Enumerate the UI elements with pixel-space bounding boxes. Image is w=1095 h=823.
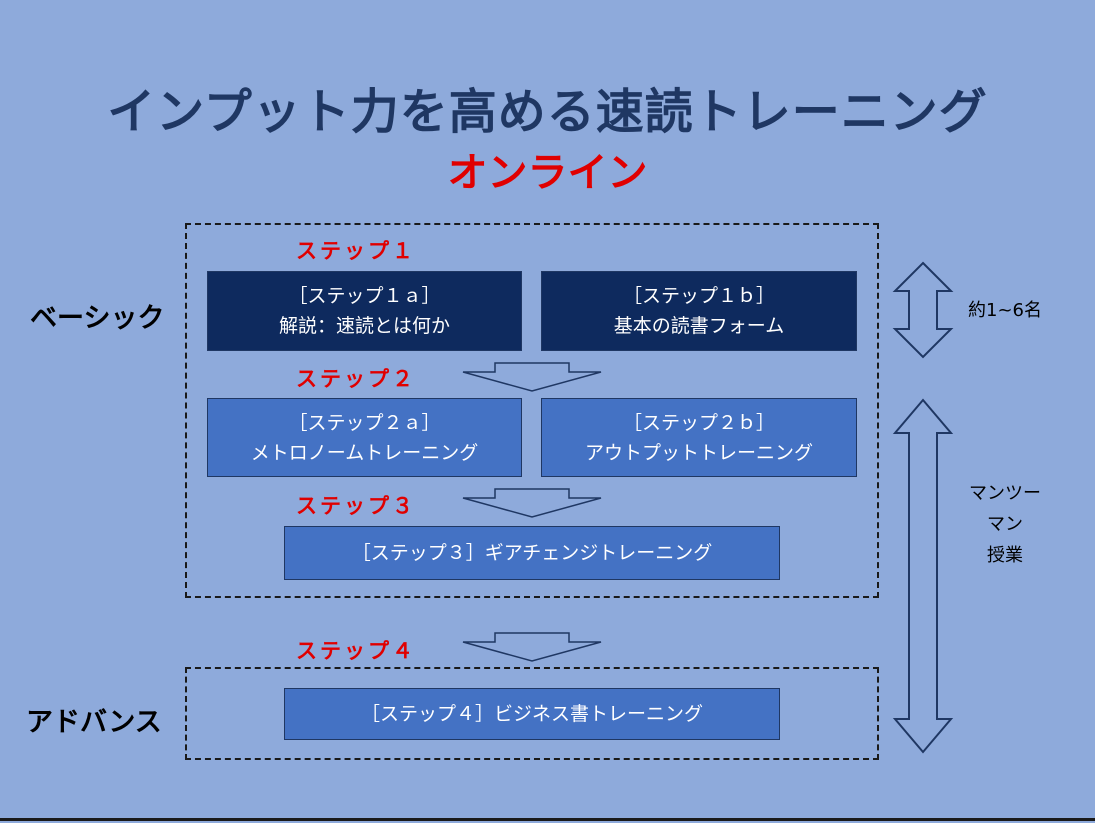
page-title: インプット力を高める速読トレーニング (107, 84, 988, 140)
one-to-one-line3: 授業 (987, 545, 1023, 566)
double-arrow-icon (892, 398, 954, 754)
basic-section-frame (185, 223, 879, 598)
step4-label: ステップ４ (296, 639, 416, 663)
one-to-one-note: マンツー マン 授業 (960, 478, 1050, 571)
advanced-section-frame (185, 667, 879, 760)
advanced-label: アドバンス (26, 707, 162, 738)
step3-title: ［ステップ３］ギアチェンジトレーニング (351, 542, 713, 564)
down-arrow-icon (462, 488, 602, 518)
step1a-box: ［ステップ１ａ］ 解説：速読とは何か (207, 271, 522, 351)
step2b-box: ［ステップ２ｂ］ アウトプットトレーニング (541, 398, 857, 477)
step2b-desc: アウトプットトレーニング (584, 441, 813, 464)
step1a-title: ［ステップ１ａ］ (288, 285, 441, 307)
step1b-box: ［ステップ１ｂ］ 基本の読書フォーム (541, 271, 857, 351)
step4-box: ［ステップ４］ビジネス書トレーニング (284, 688, 780, 740)
down-arrow-icon (462, 632, 602, 662)
step2-label: ステップ２ (296, 367, 416, 391)
one-to-one-line2: マン (987, 514, 1023, 535)
step4-title: ［ステップ４］ビジネス書トレーニング (360, 703, 703, 725)
page-subtitle: オンライン (447, 150, 648, 196)
step1b-desc: 基本の読書フォーム (613, 315, 785, 337)
step2b-title: ［ステップ２ｂ］ (622, 411, 775, 434)
one-to-one-line1: マンツー (969, 483, 1041, 504)
basic-label: ベーシック (30, 303, 165, 334)
step1a-desc: 解説：速読とは何か (278, 315, 450, 337)
step1b-title: ［ステップ１ｂ］ (622, 285, 775, 307)
group-size-note: 約1~6名 (968, 300, 1042, 321)
double-arrow-icon (892, 261, 954, 359)
bottom-divider (0, 818, 1095, 821)
step3-label: ステップ３ (296, 494, 416, 518)
step3-box: ［ステップ３］ギアチェンジトレーニング (284, 526, 780, 580)
step1-label: ステップ１ (296, 239, 416, 263)
down-arrow-icon (462, 362, 602, 392)
step2a-box: ［ステップ２ａ］ メトロノームトレーニング (207, 398, 522, 477)
step2a-desc: メトロノームトレーニング (250, 441, 479, 464)
step2a-title: ［ステップ２ａ］ (288, 411, 441, 434)
